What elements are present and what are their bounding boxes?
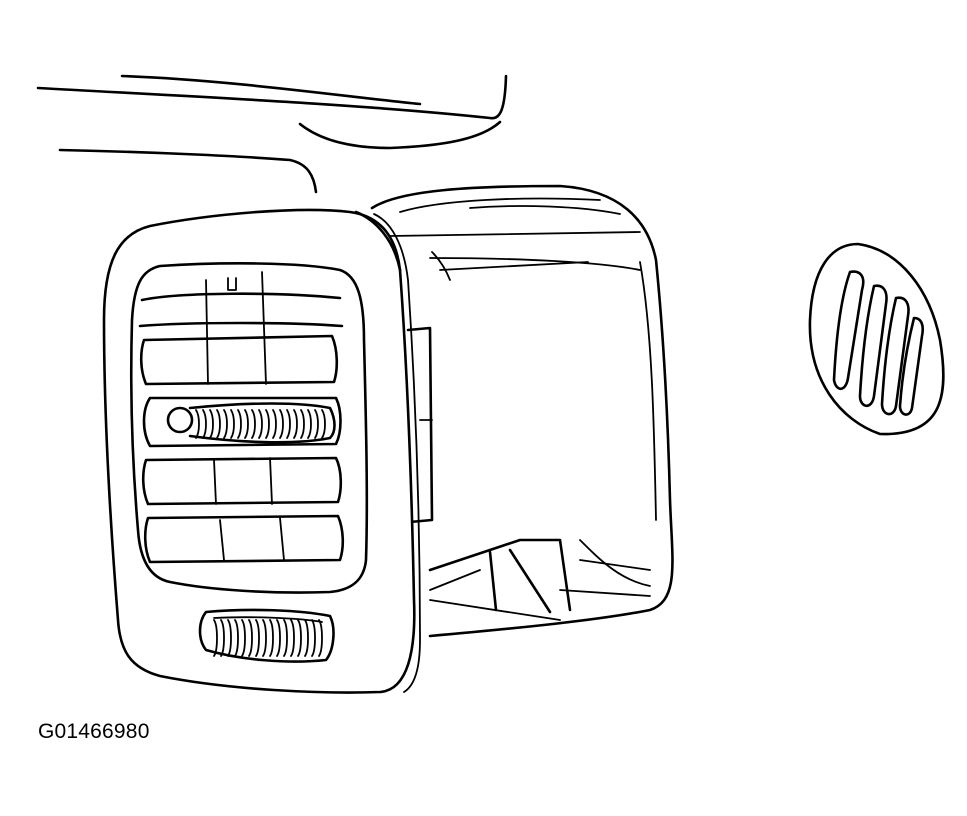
lower-thumbwheel — [198, 608, 335, 663]
dashboard-edge-lines — [36, 74, 508, 194]
wheel-ridge — [311, 619, 316, 657]
wheel-ridge — [255, 619, 260, 657]
wheel-ridge — [251, 409, 256, 439]
wheel-ridge — [241, 619, 246, 657]
wheel-ridge — [262, 619, 267, 657]
wheel-ridge — [248, 619, 253, 657]
wheel-ridge — [258, 409, 263, 439]
wheel-ridge — [216, 409, 221, 439]
wheel-ridge — [276, 619, 281, 657]
wheel-ridge — [237, 409, 242, 439]
wheel-ridge — [318, 619, 323, 657]
wheel-ridge — [234, 619, 239, 657]
wheel-ridge — [272, 409, 277, 439]
wheel-ridge — [283, 619, 288, 657]
wheel-ridge — [223, 409, 228, 439]
side-vent — [808, 242, 945, 436]
figure-id-label: G01466980 — [38, 720, 150, 743]
wheel-ridge — [244, 409, 249, 439]
duct-housing — [370, 184, 674, 638]
wheel-ridge — [220, 619, 225, 657]
louver-slats — [138, 271, 345, 564]
wheel-ridge — [227, 619, 232, 657]
wheel-ridge — [307, 409, 312, 439]
vent-bezel — [102, 208, 421, 694]
wheel-ridge — [304, 619, 309, 657]
wheel-ridge — [279, 409, 284, 439]
wheel-ridge — [290, 619, 295, 657]
wheel-ridge — [195, 409, 200, 439]
wheel-ridge — [321, 409, 326, 439]
wheel-ridge — [213, 619, 218, 657]
louver-thumbwheel — [166, 402, 336, 444]
wheel-ridge — [269, 619, 274, 657]
wheel-ridge — [202, 409, 207, 439]
wheel-ridge — [293, 409, 298, 439]
wheel-ridge — [230, 409, 235, 439]
wheel-ridge — [314, 409, 319, 439]
wheel-ridge — [209, 409, 214, 439]
wheel-ridge — [297, 619, 302, 657]
wheel-ridge — [265, 409, 270, 439]
wheel-ridge — [286, 409, 291, 439]
wheel-ridge — [300, 409, 305, 439]
